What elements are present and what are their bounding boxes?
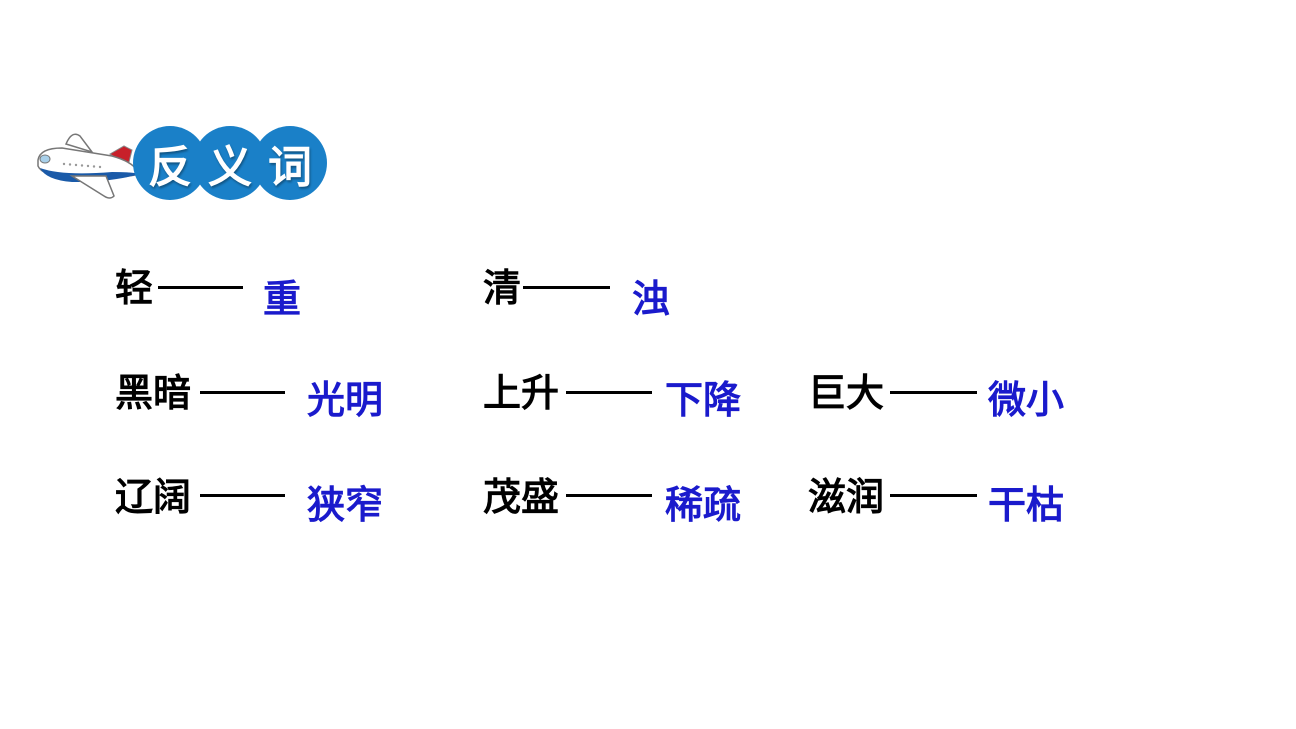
word-5: 巨大 (808, 371, 885, 415)
dash-5 (890, 391, 977, 394)
word-4: 上升 (483, 371, 560, 415)
word-7: 茂盛 (483, 475, 560, 519)
answer-4: 下降 (665, 378, 742, 422)
dash-2 (523, 286, 610, 289)
dash-6 (200, 494, 285, 497)
dash-4 (566, 391, 652, 394)
word-8: 滋润 (808, 475, 885, 519)
answer-8: 干枯 (988, 483, 1065, 527)
dash-8 (890, 494, 977, 497)
answer-6: 狭窄 (307, 483, 384, 527)
word-3: 黑暗 (115, 371, 192, 415)
airplane-icon (37, 133, 142, 199)
dash-7 (566, 494, 652, 497)
dash-3 (200, 391, 285, 394)
dash-1 (158, 286, 243, 289)
answer-5: 微小 (988, 378, 1065, 422)
answer-7: 稀疏 (665, 483, 742, 527)
section-header: 反 义 词 (30, 120, 340, 210)
word-2: 清 (483, 266, 522, 310)
word-6: 辽阔 (115, 475, 192, 519)
answer-1: 重 (263, 277, 302, 321)
answer-3: 光明 (307, 378, 384, 422)
word-1: 轻 (115, 266, 154, 310)
answer-2: 浊 (632, 277, 671, 321)
header-char-3: 词 (253, 126, 327, 200)
